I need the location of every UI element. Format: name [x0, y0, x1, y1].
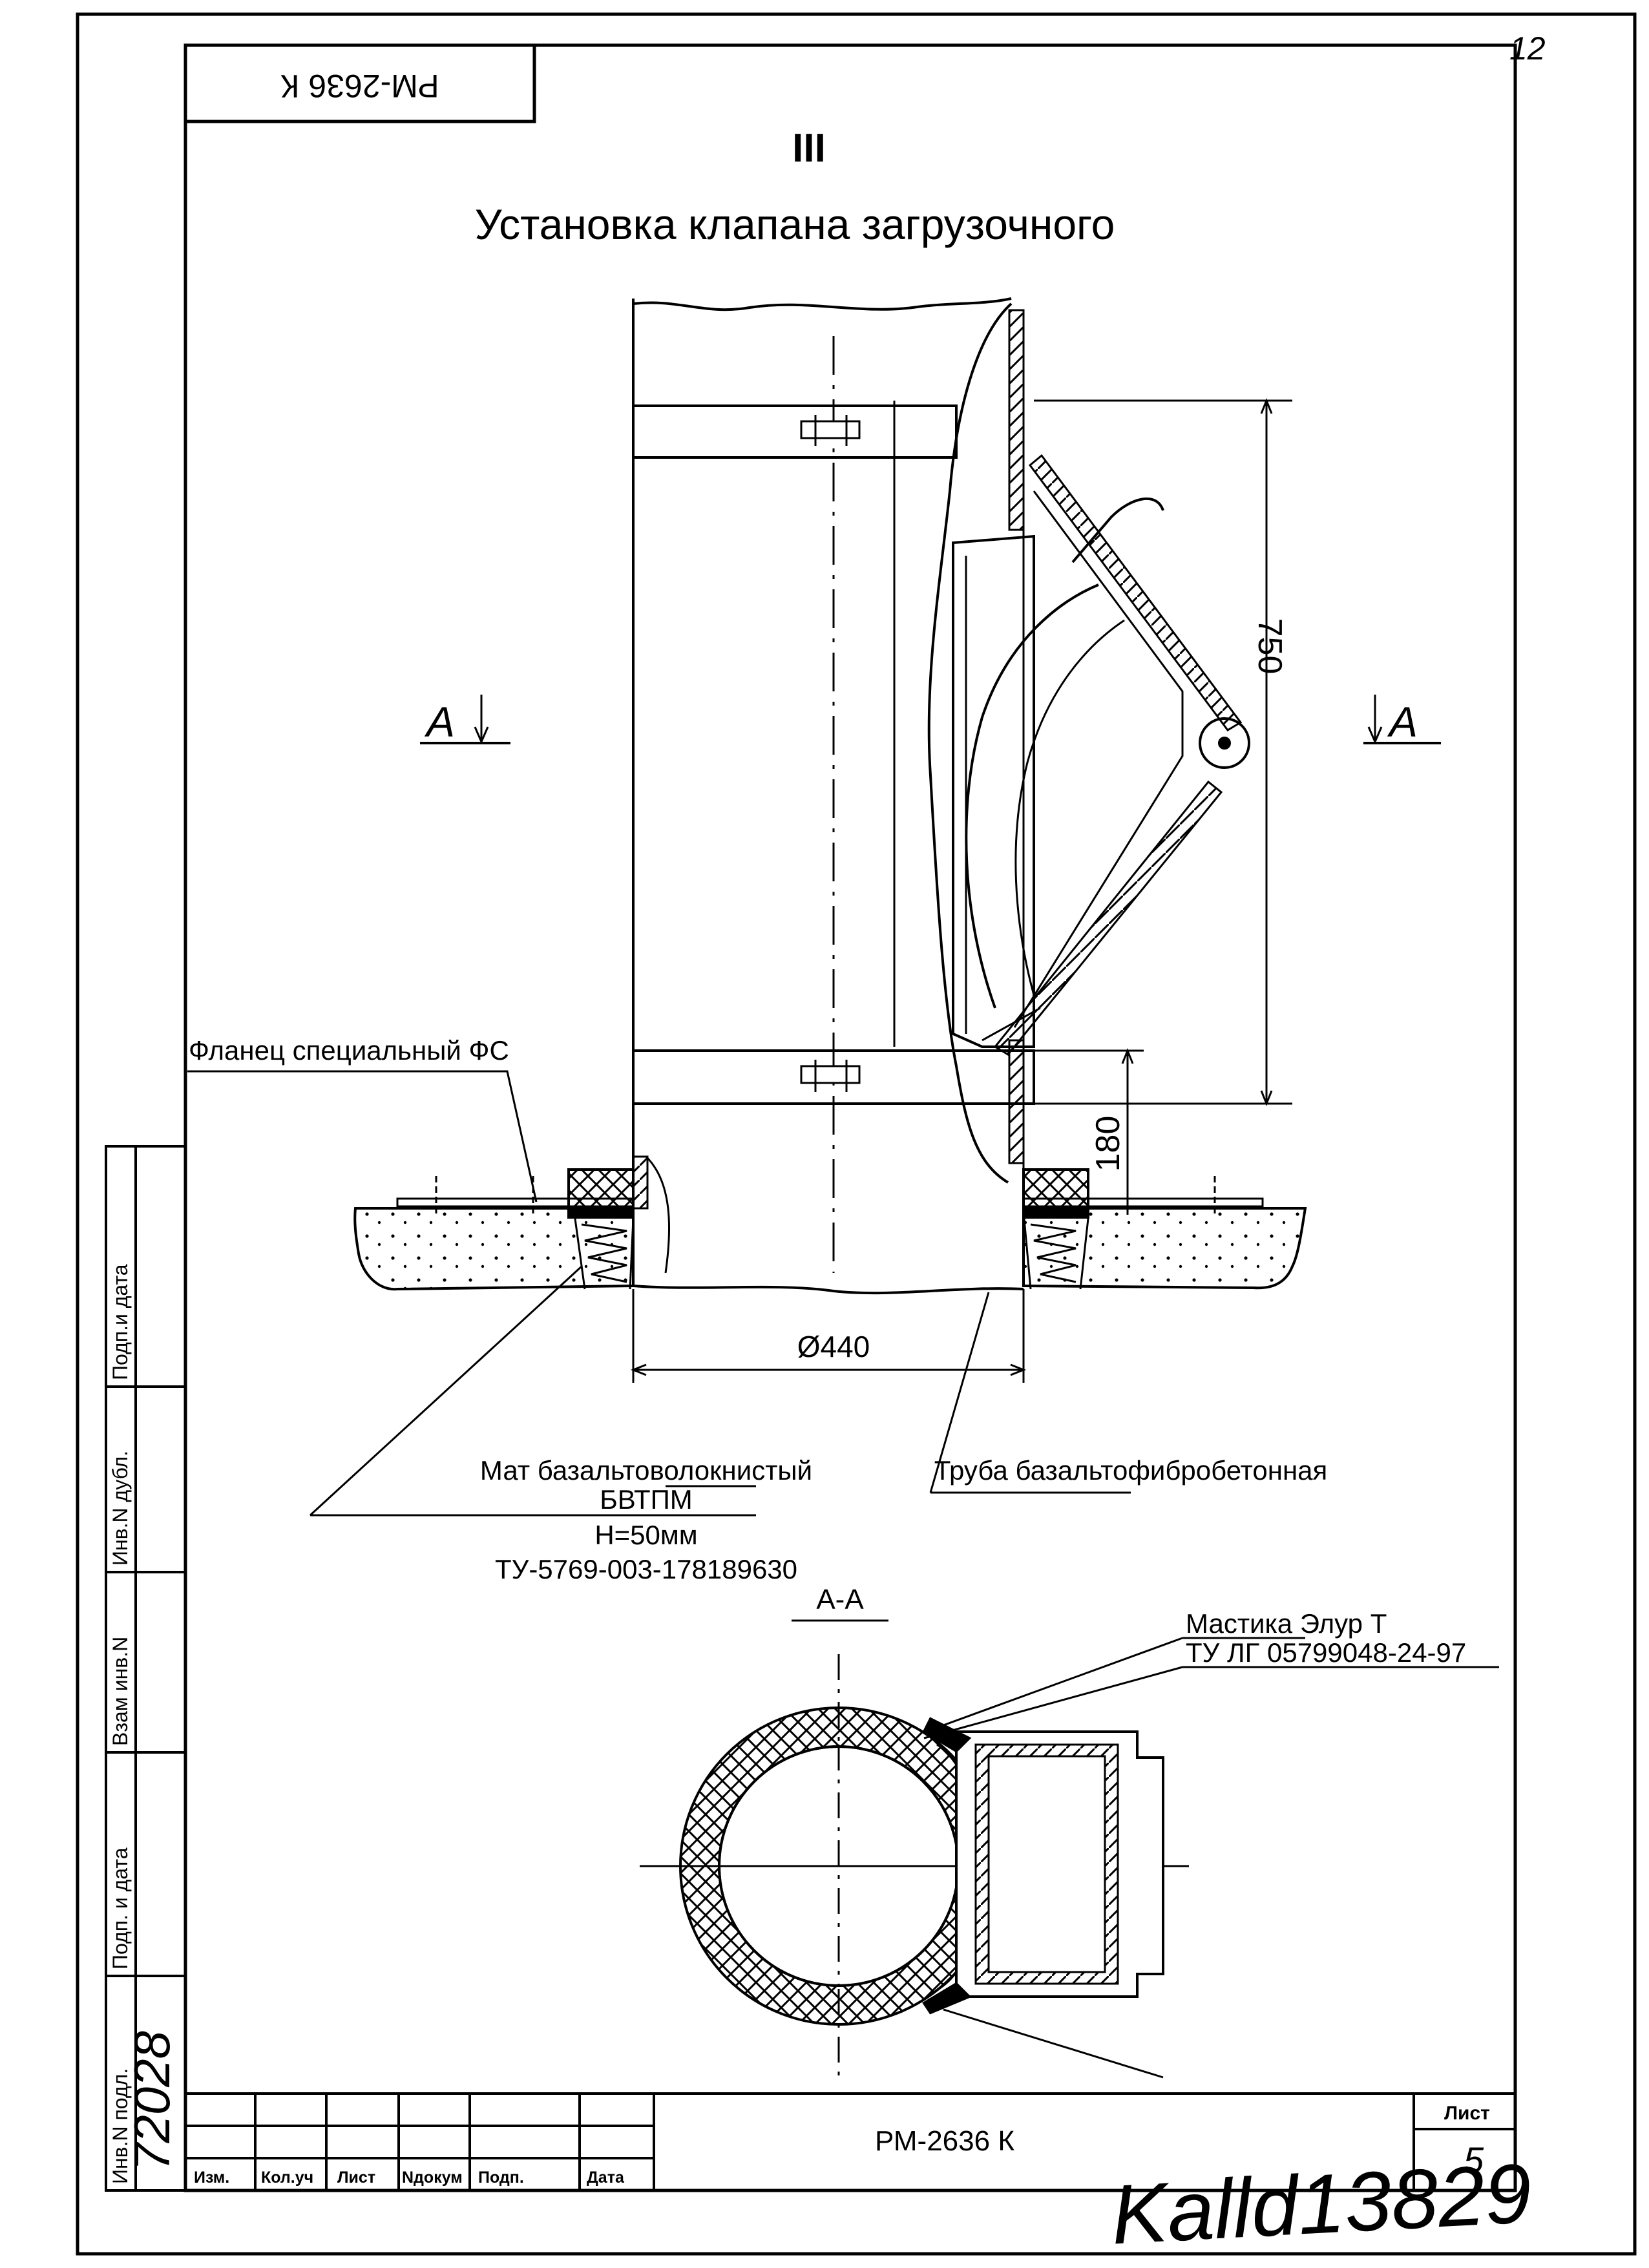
- label-mat-line2: БВТПМ: [600, 1484, 693, 1515]
- leader-pipe: [929, 1292, 990, 1493]
- leader-mat: [309, 1265, 583, 1517]
- mastic-top: [922, 1717, 972, 1753]
- side-stamp: [105, 1145, 187, 2192]
- pipe-cut-outline: [927, 302, 1013, 1184]
- label-mat-line3: Н=50мм: [594, 1520, 697, 1550]
- valve-box-inner: [987, 1755, 1106, 1973]
- section-marker-right: A: [1387, 698, 1418, 746]
- mastic-bottom: [922, 1982, 972, 2015]
- leader-mastic-1: [943, 1637, 1183, 1727]
- side-stamp-handwritten-inv: 72028: [123, 2031, 180, 2171]
- valve-flap-upper: [1028, 454, 1243, 731]
- col-list: Лист: [337, 2168, 375, 2187]
- label-mastic-line1: Мастика Элур Т: [1186, 1608, 1387, 1639]
- col-ndokum: Nдокум: [402, 2168, 463, 2187]
- label-mat-line4: ТУ-5769-003-178189630: [495, 1554, 797, 1584]
- sheet-frame: [76, 12, 1637, 2256]
- valve-handle: [1071, 498, 1164, 563]
- valve-inner-arc: [965, 583, 1099, 1009]
- col-izm: Изм.: [194, 2168, 229, 2187]
- upper-band-clamp: [632, 404, 958, 459]
- side-stamp-cell-sign-date-1: Подп.и дата: [109, 1264, 132, 1380]
- slab-left: [353, 1207, 635, 1291]
- slab-right: [1022, 1207, 1307, 1290]
- mat-right-zigzag: [1030, 1223, 1077, 1283]
- document-code: РМ-2636 К: [875, 2125, 1014, 2157]
- section-marker-left: A: [424, 698, 455, 746]
- leader-flange: [187, 1070, 538, 1202]
- seal-right: [1022, 1168, 1089, 1208]
- sheet-number: 5: [1464, 2139, 1484, 2180]
- pipe-wall-hatch-lower: [1008, 1039, 1025, 1164]
- mat-left-zigzag: [581, 1223, 627, 1283]
- leader-mastic-2: [923, 1666, 1183, 1739]
- page-title: Установка клапана загрузочного: [475, 200, 1115, 248]
- side-stamp-labels: Подп.и дата Инв.N дубл. Взам инв.N Подп.…: [109, 1264, 180, 2184]
- slab-bottom-break: [633, 1285, 1024, 1295]
- label-mat-line1: Мат базальтоволокнистый: [480, 1455, 812, 1486]
- view-number: III: [792, 126, 826, 171]
- label-pipe: Труба базальтофибробетонная: [934, 1455, 1328, 1486]
- label-mastic-line2: ТУ ЛГ 05799048-24-97: [1186, 1637, 1466, 1668]
- handwritten-signature: Kalld13829: [1109, 2146, 1533, 2262]
- dimension-180: 180: [1089, 1116, 1127, 1172]
- dimension-diameter: Ø440: [797, 1330, 870, 1363]
- seal-left: [567, 1168, 635, 1208]
- side-stamp-cell-sign-date-2: Подп. и дата: [109, 1847, 132, 1969]
- side-stamp-cell-replace-inv: Взам инв.N: [109, 1637, 132, 1746]
- leader-mastic-bottom: [943, 2008, 1164, 2079]
- side-stamp-cell-inv-orig: Инв.N подл.: [109, 2068, 132, 2184]
- pipe-top-break: [633, 297, 1012, 311]
- page-number-top: 12: [1509, 30, 1546, 67]
- col-podp: Подп.: [478, 2168, 524, 2187]
- title-block-columns: Изм. Кол.уч Лист Nдокум Подп. Дата: [194, 2168, 625, 2187]
- section-aa: [640, 1637, 1499, 2081]
- valve-hinge: [1199, 717, 1250, 769]
- col-data: Дата: [587, 2168, 625, 2187]
- dimension-750: 750: [1251, 618, 1288, 675]
- label-flange: Фланец специальный ФС: [189, 1035, 509, 1066]
- valve-flap-lower: [993, 780, 1223, 1056]
- col-kol-uch: Кол.уч: [261, 2168, 313, 2187]
- section-title: А-А: [816, 1584, 864, 1615]
- title-block: [185, 2092, 1515, 2190]
- elevation-view: [187, 297, 1441, 1517]
- sheet-label: Лист: [1444, 2103, 1490, 2124]
- stamp-code-rotated: РМ-2636 К: [280, 68, 439, 104]
- lower-band-clamp: [632, 1049, 1035, 1105]
- side-stamp-cell-inv-dup: Инв.N дубл.: [109, 1451, 132, 1566]
- pipe-wall-hatch-upper: [1008, 309, 1025, 531]
